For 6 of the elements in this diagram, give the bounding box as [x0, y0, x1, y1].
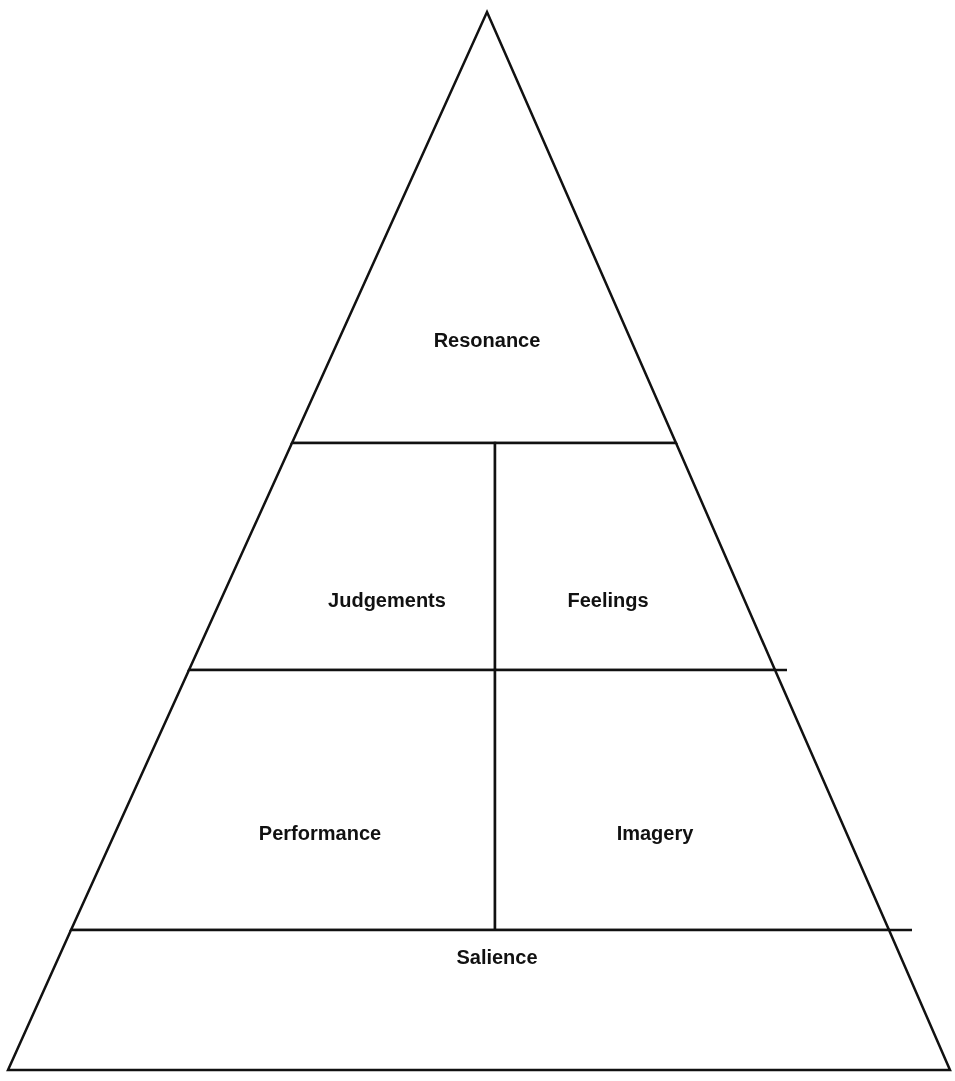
- tier-label: Salience: [456, 945, 538, 969]
- tier-label: Imagery: [616, 821, 694, 845]
- tier-label: Feelings: [567, 588, 649, 612]
- tier-label: Judgements: [328, 588, 446, 612]
- tier-label: Performance: [258, 821, 382, 845]
- tier-label: Resonance: [433, 328, 541, 352]
